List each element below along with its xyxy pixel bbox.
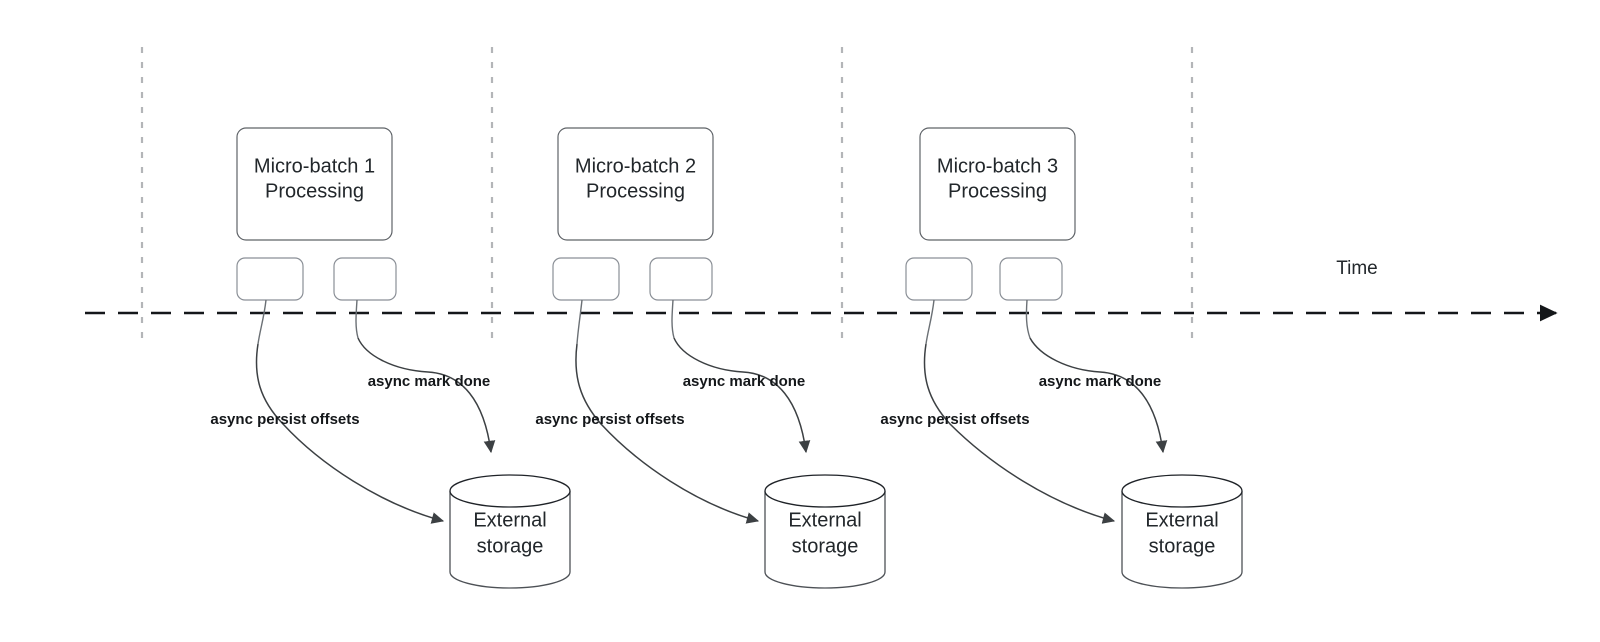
external-storage-3-body[interactable] [1121, 491, 1243, 589]
mark-done-3-label: async mark done [1039, 373, 1162, 390]
persist-offsets-3-edge [923, 343, 1116, 524]
mark-done-1-label: async mark done [368, 373, 491, 390]
group-2: Micro-batch 2 Processing async persist o… [535, 127, 886, 589]
persist-offsets-3-label: async persist offsets [880, 411, 1029, 428]
mark-done-2-edge [673, 337, 811, 454]
external-storage-3[interactable]: External storage [1121, 474, 1243, 589]
external-storage-3-label-line1: External [1145, 509, 1218, 531]
group-1: Micro-batch 1 Processing async persist o… [210, 127, 571, 589]
micro-batch-1-label-line1: Micro-batch 1 [254, 155, 375, 177]
persist-offsets-1-label: async persist offsets [210, 411, 359, 428]
time-axis-label: Time [1336, 258, 1378, 279]
persist-marker-1-box[interactable] [236, 257, 304, 301]
micro-batch-2-box[interactable]: Micro-batch 2 Processing [557, 127, 714, 241]
group-3: Micro-batch 3 Processing async persist o… [880, 127, 1243, 589]
micro-batch-1-box[interactable]: Micro-batch 1 Processing [236, 127, 393, 241]
micro-batch-3-rect[interactable] [919, 127, 1076, 241]
micro-batch-1-label-line2: Processing [265, 180, 364, 202]
external-storage-1-label-line1: External [473, 509, 546, 531]
done-marker-1-box[interactable] [333, 257, 397, 301]
micro-batch-3-box[interactable]: Micro-batch 3 Processing [919, 127, 1076, 241]
external-storage-1-label-line2: storage [477, 535, 544, 557]
persist-marker-2-box[interactable] [552, 257, 620, 301]
persist-offsets-2-label: async persist offsets [535, 411, 684, 428]
external-storage-1-top [449, 474, 571, 508]
persist-offsets-1-stub [257, 299, 267, 345]
persist-offsets-1-edge [255, 343, 445, 524]
external-storage-2-label-line1: External [788, 509, 861, 531]
mark-done-2-label: async mark done [683, 373, 806, 390]
persist-marker-3-box[interactable] [905, 257, 973, 301]
mark-done-3-stub [1025, 299, 1031, 339]
external-storage-3-top [1121, 474, 1243, 508]
mark-done-3-edge [1029, 337, 1168, 454]
mark-done-1-stub [355, 299, 359, 339]
external-storage-2[interactable]: External storage [764, 474, 886, 589]
done-marker-2-box[interactable] [649, 257, 713, 301]
persist-offsets-2-edge [575, 343, 760, 524]
micro-batch-3-label-line2: Processing [948, 180, 1047, 202]
micro-batch-1-rect[interactable] [236, 127, 393, 241]
external-storage-1-body[interactable] [449, 491, 571, 589]
done-marker-3-box[interactable] [999, 257, 1063, 301]
external-storage-2-body[interactable] [764, 491, 886, 589]
mark-done-2-stub [671, 299, 675, 339]
external-storage-2-top [764, 474, 886, 508]
micro-batch-2-label-line2: Processing [586, 180, 685, 202]
external-storage-3-label-line2: storage [1149, 535, 1216, 557]
persist-offsets-3-stub [925, 299, 935, 345]
mark-done-1-edge [357, 337, 496, 454]
timeline-axis: Time [85, 258, 1558, 322]
micro-batch-2-rect[interactable] [557, 127, 714, 241]
persist-offsets-2-stub [576, 299, 583, 345]
external-storage-1[interactable]: External storage [449, 474, 571, 589]
micro-batch-2-label-line1: Micro-batch 2 [575, 155, 696, 177]
micro-batch-3-label-line1: Micro-batch 3 [937, 155, 1058, 177]
timeline-tick-guides [140, 47, 1194, 341]
external-storage-2-label-line2: storage [792, 535, 859, 557]
